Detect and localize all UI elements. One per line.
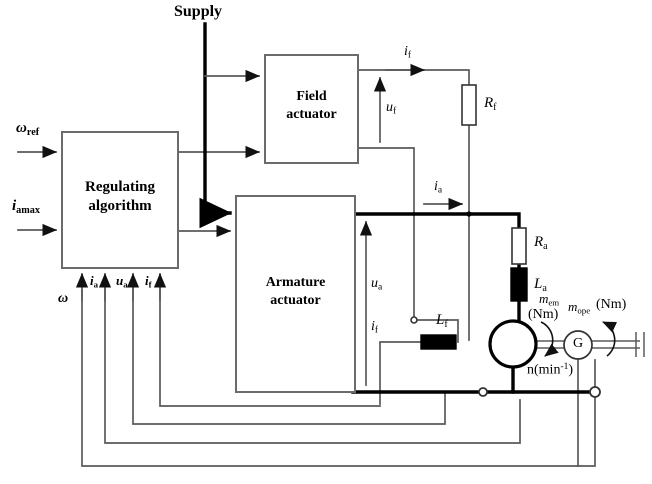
wire-group-thick bbox=[199, 22, 597, 394]
wire-feedback-ua bbox=[132, 281, 446, 425]
components-group bbox=[410, 84, 601, 398]
block-regulating-algorithm[interactable] bbox=[61, 131, 179, 269]
inductor-la-icon bbox=[510, 267, 528, 302]
ra-label: Ra bbox=[534, 234, 548, 252]
m-em-unit-label: (Nm) bbox=[528, 307, 559, 322]
m-em-label: mem bbox=[539, 291, 560, 308]
wire-armature-bus-top bbox=[353, 212, 521, 230]
inductor-lf-icon bbox=[420, 334, 457, 350]
arrow-torque-motor bbox=[540, 321, 559, 357]
omega-ref-label: ωref bbox=[16, 120, 40, 138]
wire-lf-left-leg bbox=[379, 341, 422, 405]
feedback-ua-label: ua bbox=[116, 273, 128, 290]
ua-mid-label: ua bbox=[371, 276, 383, 293]
wire-field-out-top bbox=[357, 69, 470, 86]
blocks-group bbox=[61, 54, 359, 393]
generator-icon bbox=[563, 330, 593, 360]
rf-label: Rf bbox=[484, 95, 497, 113]
wire-feedback-if bbox=[159, 281, 381, 407]
la-label: La bbox=[534, 276, 547, 294]
if-top-label: if bbox=[404, 44, 412, 61]
uf-label: uf bbox=[386, 100, 397, 117]
resistor-ra-icon bbox=[511, 227, 527, 265]
i-amax-label: iamax bbox=[12, 198, 40, 216]
feedback-ia-label: ia bbox=[90, 273, 99, 290]
wire-motor-return bbox=[351, 365, 515, 394]
wire-feedback-ia bbox=[104, 281, 521, 444]
armature-label-line2: actuator bbox=[270, 292, 321, 308]
block-label-regulating-algorithm: Regulating algorithm bbox=[62, 178, 178, 216]
ia-mid-label: ia bbox=[434, 179, 443, 196]
armature-label-line1: Armature bbox=[265, 275, 326, 290]
wire-feedback-omega bbox=[81, 289, 596, 467]
if-mid-label: if bbox=[371, 319, 379, 336]
lf-label: Lf bbox=[436, 312, 448, 330]
junction-lf bbox=[410, 316, 418, 324]
junction-return bbox=[478, 387, 488, 397]
block-label-field-actuator: Field actuator bbox=[265, 88, 358, 123]
block-armature-actuator[interactable] bbox=[235, 195, 356, 393]
regulating-label-line1: Regulating bbox=[84, 179, 155, 195]
wire-field-out-bottom bbox=[357, 147, 415, 321]
feedback-omega-label: ω bbox=[58, 291, 69, 306]
m-ope-label: mope bbox=[568, 299, 591, 316]
field-label-line1: Field bbox=[296, 89, 327, 104]
supply-label: Supply bbox=[174, 3, 223, 20]
m-ope-unit-label: (Nm) bbox=[596, 297, 627, 312]
wire-lf-right-leg bbox=[413, 319, 459, 343]
feedback-if-label: if bbox=[145, 273, 152, 290]
motor-icon bbox=[488, 319, 538, 369]
arrow-torque-load bbox=[602, 321, 618, 357]
generator-label: G bbox=[573, 336, 584, 351]
field-label-line2: actuator bbox=[286, 106, 337, 122]
speed-label: n(min-1) bbox=[527, 362, 574, 378]
regulating-label-line2: algorithm bbox=[88, 197, 152, 214]
resistor-rf-icon bbox=[461, 84, 477, 126]
torque-arrows bbox=[540, 321, 618, 357]
junction-speed-sensor bbox=[589, 386, 601, 398]
block-field-actuator[interactable] bbox=[264, 54, 359, 164]
junction-ia bbox=[466, 211, 472, 217]
block-label-armature-actuator: Armature actuator bbox=[236, 274, 355, 309]
